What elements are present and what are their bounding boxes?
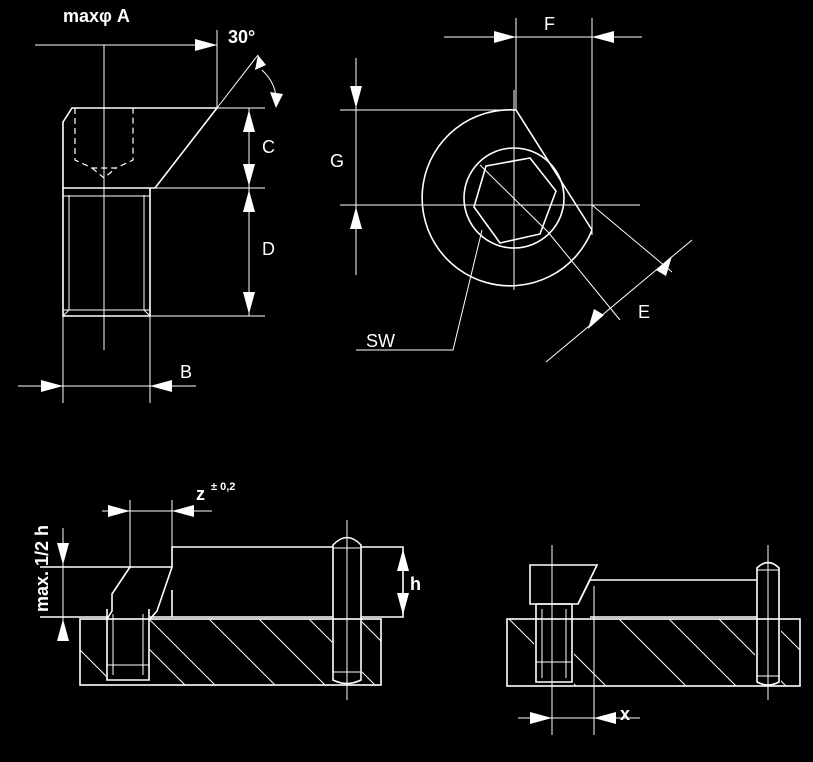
label-g: G [330, 151, 344, 171]
label-z: z [196, 484, 205, 504]
label-b: B [180, 362, 192, 382]
mounting-view-right: x [506, 545, 801, 735]
label-d: D [262, 239, 275, 259]
label-z-tolerance: ± 0,2 [211, 481, 235, 493]
label-e: E [638, 302, 650, 322]
label-f: F [544, 14, 555, 34]
mounting-view-left: z ± 0,2 max. 1/2 h h [32, 481, 421, 700]
label-c: C [262, 137, 275, 157]
label-x: x [620, 704, 630, 724]
label-max-phi-a: maxφ A [63, 6, 130, 26]
label-max-half-h: max. 1/2 h [32, 525, 52, 612]
top-view: F G E SW [330, 14, 693, 363]
label-angle: 30° [228, 27, 255, 47]
label-h: h [410, 574, 421, 594]
label-sw: SW [366, 331, 395, 351]
side-view: maxφ A 30° C D B [18, 6, 283, 403]
